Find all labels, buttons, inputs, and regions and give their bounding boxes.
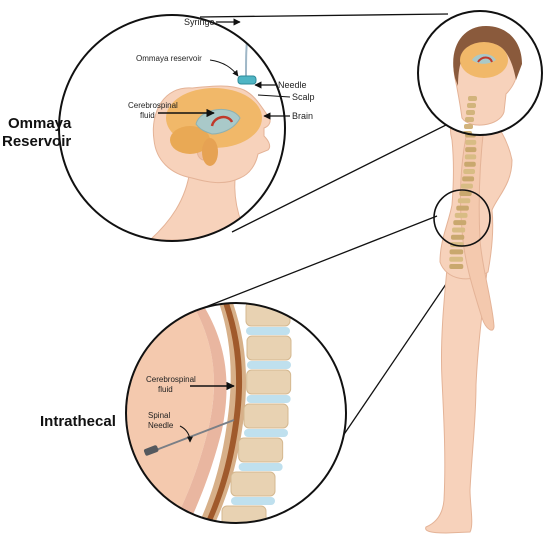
body-vertebra — [465, 147, 477, 153]
top-hair — [453, 26, 522, 86]
body-vertebra — [456, 205, 469, 211]
title-ommaya-line2: Reservoir — [2, 133, 71, 150]
inset-disc — [222, 531, 266, 539]
inset-syringe-body — [242, 15, 253, 33]
inset-ommaya-reservoir — [237, 75, 257, 85]
inset-vertebra — [243, 403, 289, 429]
body-vertebra — [449, 256, 464, 262]
inset-needle-hub — [143, 445, 159, 456]
label-spine-csf-line2: fluid — [158, 385, 173, 394]
title-ommaya-line1: Ommaya — [8, 115, 72, 132]
human-body-figure — [425, 92, 513, 534]
spine-inset — [125, 302, 347, 539]
leader-scalp — [257, 94, 291, 98]
inset-disc — [246, 327, 290, 335]
inset-brainstem — [202, 138, 218, 166]
top-circle-outline — [417, 10, 543, 136]
inset-vertebra — [221, 505, 267, 523]
body-vertebra — [462, 176, 475, 182]
inset-back-muscle — [170, 303, 227, 523]
body-vertebra — [450, 234, 465, 240]
lumbar-zoom-marker — [433, 189, 491, 247]
label-spinal-needle-line1: Spinal — [148, 411, 170, 420]
top-vertebra — [466, 110, 475, 115]
inset-spinal-canal — [196, 303, 247, 523]
label-scalp: Scalp — [292, 92, 315, 102]
inset-disc — [246, 395, 291, 403]
inset-csf-highlight — [210, 115, 234, 127]
label-syringe: Syringe — [184, 17, 215, 27]
leader-spinal-needle — [179, 425, 193, 443]
connector-head-bottom — [231, 119, 457, 233]
inset-vertebra — [238, 437, 284, 463]
body-vertebra — [464, 161, 476, 167]
body-vertebra — [460, 183, 473, 189]
label-brain: Brain — [292, 111, 313, 121]
title-intrathecal: Intrathecal — [40, 413, 116, 430]
inset-cerebellum — [170, 126, 210, 154]
label-ommaya-reservoir: Ommaya reservoir — [136, 54, 202, 63]
body-vertebra — [465, 139, 477, 145]
inset-disc — [244, 429, 288, 437]
head-inset-outline — [58, 14, 286, 242]
body-legs — [425, 257, 489, 534]
body-vertebra — [454, 212, 468, 218]
body-vertebra — [449, 264, 464, 269]
top-vertebra — [467, 103, 476, 108]
body-vertebra — [457, 198, 471, 204]
head-zoom-circle — [417, 10, 543, 136]
label-csf-line2: fluid — [140, 111, 155, 120]
body-vertebra — [459, 190, 472, 196]
inset-spinal-needle — [155, 419, 235, 451]
spine-inset-outline — [125, 302, 347, 524]
inset-disc — [238, 463, 283, 471]
body-vertebra — [452, 227, 466, 233]
label-spine-csf-line1: Cerebrospinal — [146, 375, 196, 384]
inset-vertebra — [246, 369, 292, 395]
top-vertebra — [464, 124, 473, 129]
label-spinal-needle-line2: Needle — [148, 421, 174, 430]
body-vertebra — [453, 220, 467, 226]
label-needle: Needle — [278, 80, 307, 90]
inset-vertebra — [246, 335, 292, 361]
body-vertebra — [463, 169, 476, 175]
leader-ommaya-reservoir — [209, 59, 239, 77]
inset-spinal-cord — [202, 303, 243, 523]
connector-head-top — [199, 13, 449, 18]
spine-inset-annotations: Cerebrospinal fluid Spinal Needle — [146, 375, 235, 443]
body-vertebra — [449, 249, 464, 255]
head-inset-annotations: Syringe Ommaya reservoir Needle Scalp Ce… — [128, 17, 315, 121]
inset-vertebra — [230, 471, 276, 497]
head-inset — [58, 14, 286, 242]
inset-disc — [247, 361, 291, 369]
top-vertebra — [468, 96, 477, 101]
top-csf-highlight — [477, 56, 493, 63]
inset-vertebrae — [221, 303, 292, 539]
label-csf-line1: Cerebrospinal — [128, 101, 178, 110]
connector-spine-top — [197, 215, 438, 311]
top-vertebra — [465, 117, 474, 122]
body-vertebra — [464, 154, 477, 160]
inset-disc — [231, 497, 275, 505]
